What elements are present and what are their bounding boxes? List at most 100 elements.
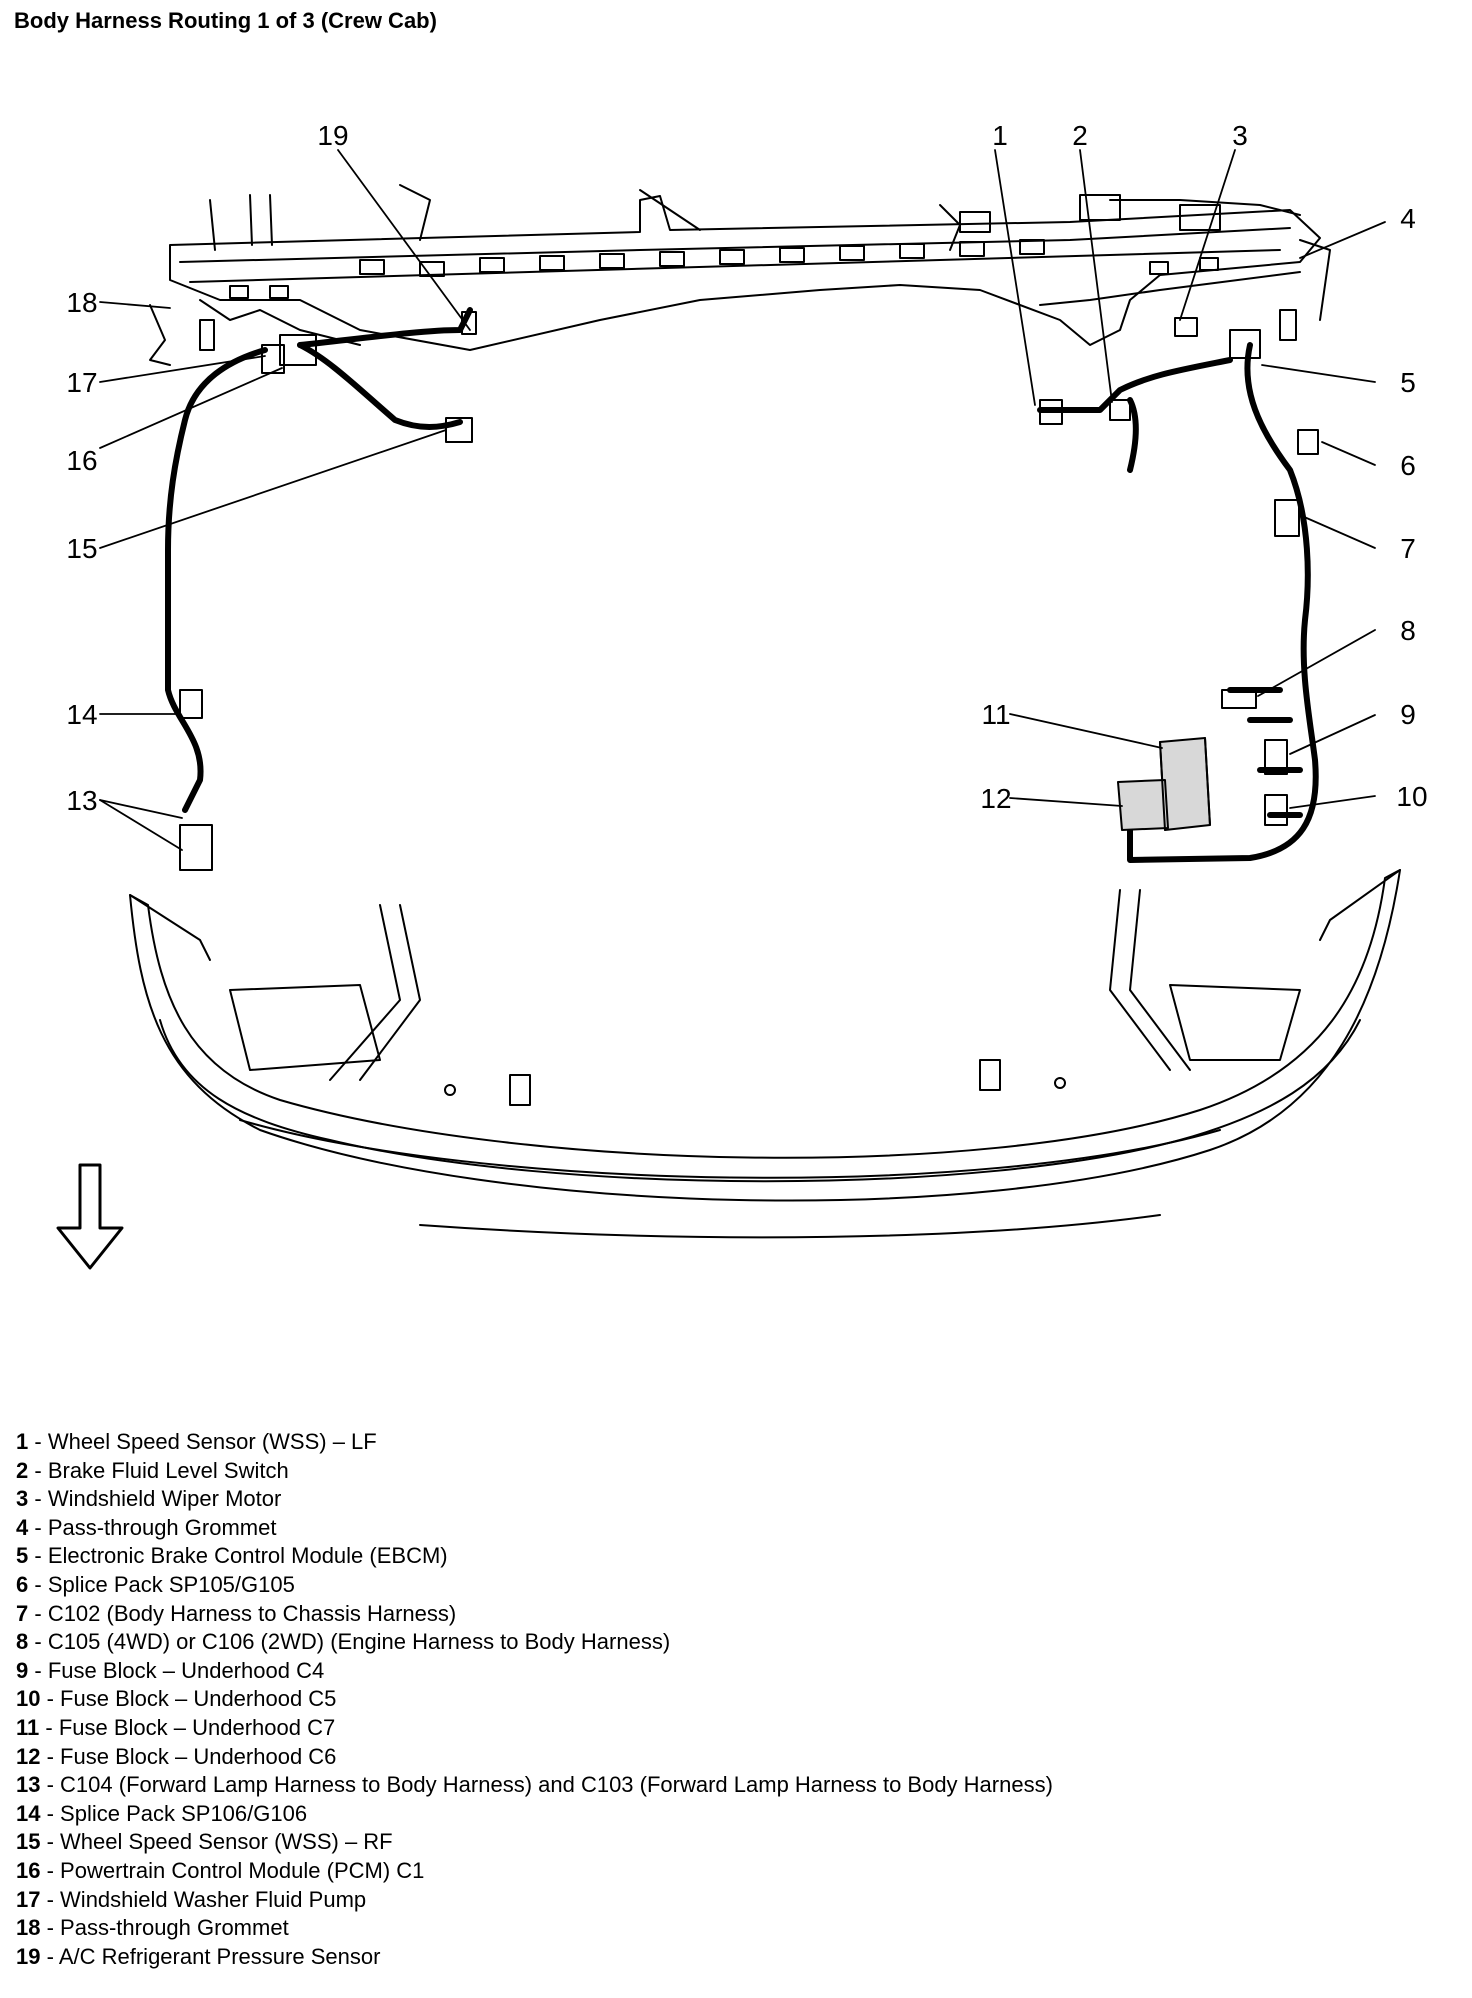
legend-item-text: Pass-through Grommet	[60, 1915, 289, 1941]
legend-item-text: Powertrain Control Module (PCM) C1	[60, 1857, 425, 1883]
legend-item-separator: -	[28, 1429, 48, 1454]
legend-item-separator: -	[40, 1772, 61, 1798]
legend-item-number: 15	[16, 1829, 41, 1855]
legend-item-separator: -	[28, 1600, 48, 1626]
legend-item: 14 - Splice Pack SP106/G106	[16, 1800, 1436, 1829]
callout-15: 15	[66, 533, 97, 564]
legend-item-text: Splice Pack SP106/G106	[60, 1800, 308, 1826]
legend-item-separator: -	[40, 1943, 59, 1969]
callout-1: 1	[992, 120, 1008, 151]
legend-item-number: 5	[16, 1543, 29, 1569]
callout-17: 17	[66, 367, 97, 398]
legend-item-text: Fuse Block – Underhood C4	[47, 1657, 325, 1683]
legend-item-number: 13	[16, 1772, 41, 1798]
callout-18: 18	[66, 287, 97, 318]
legend-item-text: Wheel Speed Sensor (WSS) – LF	[47, 1429, 377, 1454]
legend-item-text: Pass-through Grommet	[47, 1514, 277, 1540]
legend-item: 8 - C105 (4WD) or C106 (2WD) (Engine Har…	[16, 1628, 1436, 1657]
legend-item-separator: -	[28, 1657, 48, 1683]
callout-10: 10	[1396, 781, 1427, 812]
legend-item-separator: -	[28, 1543, 48, 1569]
callout-6: 6	[1400, 450, 1416, 481]
radiator-support-frame	[149, 184, 1331, 366]
legend-item: 1 - Wheel Speed Sensor (WSS) – LF	[16, 1428, 1436, 1457]
legend-item: 18 - Pass-through Grommet	[16, 1914, 1436, 1943]
legend-item-number: 12	[16, 1743, 41, 1769]
fuse-block-underhood	[1117, 737, 1211, 831]
legend-item-number: 11	[16, 1714, 40, 1740]
legend-item: 6 - Splice Pack SP105/G105	[16, 1571, 1436, 1600]
legend-item-number: 6	[16, 1571, 29, 1597]
legend-item-text: Windshield Wiper Motor	[47, 1486, 282, 1512]
legend-item: 13 - C104 (Forward Lamp Harness to Body …	[16, 1771, 1436, 1800]
legend-item: 7 - C102 (Body Harness to Chassis Harnes…	[16, 1600, 1436, 1629]
callout-12: 12	[980, 783, 1011, 814]
legend-item-separator: -	[28, 1457, 48, 1483]
legend-item-text: Fuse Block – Underhood C5	[60, 1686, 337, 1712]
left-harness	[165, 307, 473, 813]
legend-item-number: 18	[16, 1915, 41, 1941]
legend-item-number: 4	[16, 1514, 29, 1540]
legend-item-separator: -	[28, 1486, 48, 1512]
legend-item-text: A/C Refrigerant Pressure Sensor	[58, 1943, 381, 1969]
legend-item: 11 - Fuse Block – Underhood C7	[16, 1714, 1436, 1743]
right-connectors	[1039, 309, 1319, 826]
legend-item-number: 2	[16, 1457, 29, 1483]
legend-item-number: 14	[16, 1800, 41, 1826]
legend-item-number: 8	[16, 1629, 29, 1655]
legend-item-separator: -	[40, 1886, 61, 1912]
callout-labels: 1 2 3 4 5 6 7 8 9 10 11 12 13 14 15 16 1…	[66, 120, 1427, 816]
legend-item-separator: -	[40, 1686, 61, 1712]
legend-item-text: Splice Pack SP105/G105	[47, 1571, 295, 1597]
callout-7: 7	[1400, 533, 1416, 564]
legend-item-separator: -	[40, 1915, 61, 1941]
page-title: Body Harness Routing 1 of 3 (Crew Cab)	[14, 8, 437, 33]
callout-2: 2	[1072, 120, 1088, 151]
callout-19: 19	[317, 120, 348, 151]
legend-item-separator: -	[40, 1857, 61, 1883]
callout-14: 14	[66, 699, 97, 730]
callout-11: 11	[981, 699, 1010, 730]
callout-16: 16	[66, 445, 97, 476]
legend-item-text: Brake Fluid Level Switch	[47, 1457, 289, 1483]
harness-routing-diagram: 1 2 3 4 5 6 7 8 9 10 11 12 13 14 15 16 1…	[56, 120, 1428, 1270]
callout-5: 5	[1400, 367, 1416, 398]
left-connectors	[179, 311, 477, 871]
legend-item: 15 - Wheel Speed Sensor (WSS) – RF	[16, 1828, 1436, 1857]
legend-item-number: 17	[16, 1886, 41, 1912]
legend-item-number: 9	[16, 1657, 29, 1683]
legend-item-separator: -	[40, 1743, 61, 1769]
callout-13: 13	[66, 785, 97, 816]
legend-item-text: Fuse Block – Underhood C7	[58, 1714, 336, 1740]
legend-item-number: 7	[16, 1600, 29, 1626]
legend-item-number: 1	[16, 1429, 29, 1454]
legend-item: 9 - Fuse Block – Underhood C4	[16, 1657, 1436, 1686]
legend-item: 3 - Windshield Wiper Motor	[16, 1485, 1436, 1514]
front-bumper	[129, 869, 1401, 1239]
legend-item: 12 - Fuse Block – Underhood C6	[16, 1743, 1436, 1772]
legend-item-text: C104 (Forward Lamp Harness to Body Harne…	[60, 1772, 1053, 1798]
legend-item: 2 - Brake Fluid Level Switch	[16, 1457, 1436, 1486]
down-arrow-icon	[56, 1163, 124, 1270]
legend-item-separator: -	[28, 1629, 48, 1655]
legend-item-number: 19	[16, 1943, 41, 1969]
legend-item-separator: -	[28, 1514, 48, 1540]
callout-4: 4	[1400, 203, 1416, 234]
legend-item-text: C102 (Body Harness to Chassis Harness)	[47, 1600, 457, 1626]
legend-item-separator: -	[40, 1829, 61, 1855]
legend-item-separator: -	[28, 1571, 48, 1597]
legend-item-text: Fuse Block – Underhood C6	[60, 1743, 337, 1769]
legend-item-text: Electronic Brake Control Module (EBCM)	[47, 1543, 448, 1569]
legend-item-number: 10	[16, 1686, 41, 1712]
legend-item: 19 - A/C Refrigerant Pressure Sensor	[16, 1943, 1436, 1972]
leader-lines	[99, 149, 1386, 851]
legend-item: 5 - Electronic Brake Control Module (EBC…	[16, 1542, 1436, 1571]
legend-item: 4 - Pass-through Grommet	[16, 1514, 1436, 1543]
legend-item-number: 3	[16, 1486, 29, 1512]
legend-item-separator: -	[40, 1800, 61, 1826]
callout-8: 8	[1400, 615, 1416, 646]
legend-item-text: Wheel Speed Sensor (WSS) – RF	[60, 1829, 393, 1855]
legend-item-number: 16	[16, 1857, 41, 1883]
legend-item-text: Windshield Washer Fluid Pump	[60, 1886, 367, 1912]
